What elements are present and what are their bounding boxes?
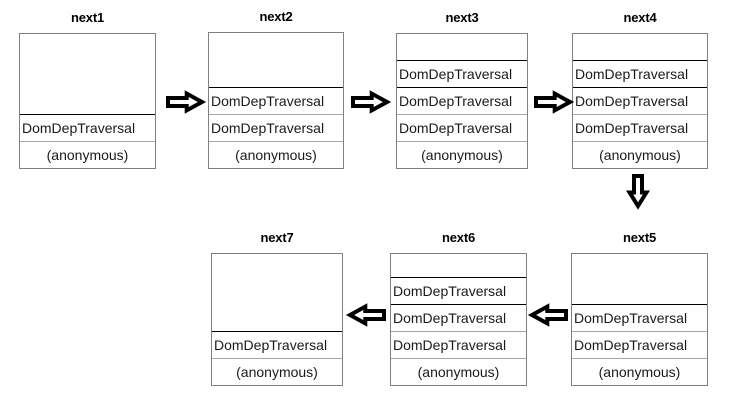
stack-free-space-next7: [212, 254, 342, 331]
stack-row-anonymous: (anonymous): [397, 141, 527, 168]
stack-row-call: DomDepTraversal: [397, 114, 527, 141]
stack-row-anonymous: (anonymous): [212, 358, 342, 385]
stack-free-space-next3: [397, 34, 527, 60]
arrow-next1-next2-icon: [168, 92, 202, 112]
stack-row-call: DomDepTraversal: [397, 87, 527, 114]
stack-frame-title-next3: next3: [445, 10, 479, 25]
stack-free-space-next1: [20, 34, 155, 114]
stack-row-anonymous: (anonymous): [573, 141, 707, 168]
stack-row-call: DomDepTraversal: [391, 304, 526, 331]
stack-box-next1: DomDepTraversal(anonymous): [19, 33, 156, 169]
arrow-next6-next7-icon: [350, 305, 384, 325]
arrow-next3-next4-icon: [536, 92, 570, 112]
stack-row-anonymous: (anonymous): [572, 358, 707, 385]
stack-row-call: DomDepTraversal: [573, 114, 707, 141]
stack-row-anonymous: (anonymous): [391, 358, 526, 385]
arrow-next4-next5-icon: [628, 176, 648, 206]
stack-frame-title-next1: next1: [71, 10, 104, 25]
stack-box-next7: DomDepTraversal(anonymous): [211, 253, 343, 386]
stack-row-call: DomDepTraversal: [573, 60, 707, 87]
stack-frame-title-next6: next6: [442, 230, 475, 245]
stack-frame-title-next5: next5: [623, 230, 656, 245]
stack-row-call: DomDepTraversal: [209, 114, 343, 141]
stack-row-call: DomDepTraversal: [572, 304, 707, 331]
stack-free-space-next6: [391, 254, 526, 277]
stack-frame-title-next2: next2: [259, 9, 293, 24]
stack-row-call: DomDepTraversal: [391, 331, 526, 358]
stack-row-call: DomDepTraversal: [572, 331, 707, 358]
stack-row-call: DomDepTraversal: [212, 331, 342, 358]
stack-row-call: DomDepTraversal: [391, 277, 526, 304]
arrow-next5-next6-icon: [532, 305, 566, 325]
stack-frame-title-next7: next7: [260, 230, 294, 245]
stack-free-space-next2: [209, 33, 343, 87]
stack-free-space-next5: [572, 254, 707, 304]
stack-free-space-next4: [573, 34, 707, 60]
stack-row-anonymous: (anonymous): [20, 141, 155, 168]
stack-row-anonymous: (anonymous): [209, 141, 343, 168]
stack-frame-title-next4: next4: [623, 10, 657, 25]
stack-row-call: DomDepTraversal: [20, 114, 155, 141]
stack-row-call: DomDepTraversal: [397, 60, 527, 87]
stack-row-call: DomDepTraversal: [209, 87, 343, 114]
stack-row-call: DomDepTraversal: [573, 87, 707, 114]
arrow-next2-next3-icon: [353, 92, 387, 112]
